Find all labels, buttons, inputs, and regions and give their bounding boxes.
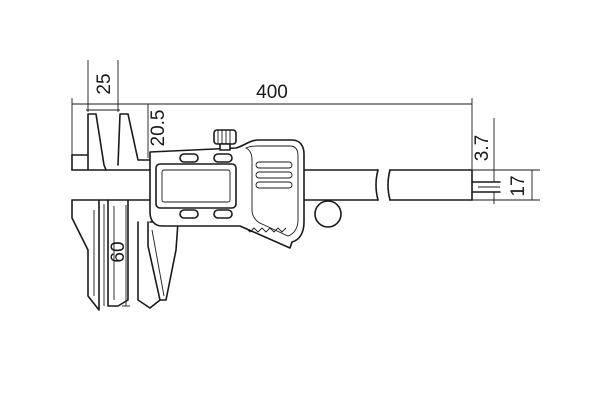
depth-rod bbox=[471, 181, 501, 193]
dimension-25: 25 bbox=[86, 60, 120, 112]
dimension-17: 17 bbox=[472, 169, 540, 201]
fixed-jaw bbox=[71, 113, 107, 311]
dimension-400: 400 bbox=[71, 82, 473, 170]
length-400-label: 400 bbox=[256, 82, 288, 103]
inside-jaw-25-label: 25 bbox=[94, 73, 115, 94]
jaw-depth-20-5-label: 20.5 bbox=[148, 110, 169, 147]
dimension-60: 60 bbox=[108, 205, 130, 307]
beam-17-label: 17 bbox=[508, 175, 529, 196]
dimension-20-5: 20.5 bbox=[147, 104, 169, 158]
outside-jaw-60-label: 60 bbox=[108, 241, 129, 262]
rod-3-7-label: 3.7 bbox=[472, 135, 493, 161]
dimension-3-7: 3.7 bbox=[472, 118, 495, 204]
slider bbox=[103, 113, 342, 309]
